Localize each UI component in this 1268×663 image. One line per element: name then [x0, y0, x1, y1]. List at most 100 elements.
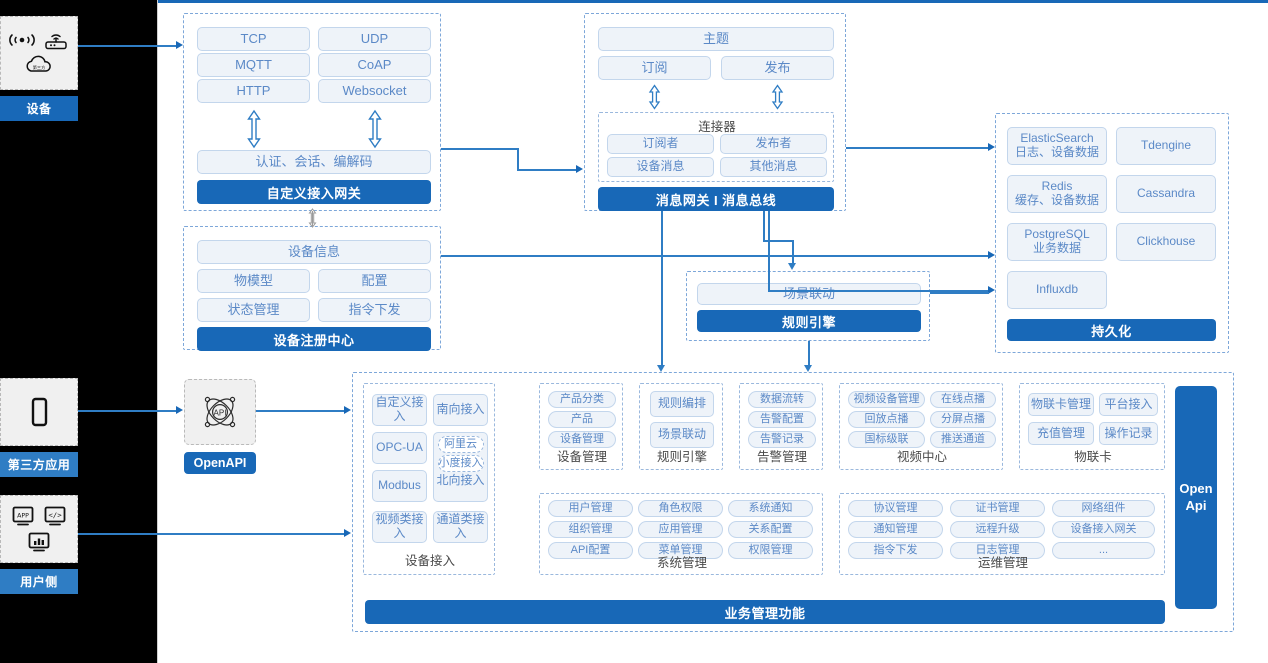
iotcard-card-management[interactable]: 物联卡管理: [1028, 393, 1094, 416]
sysmgmt-card-api[interactable]: API配置: [548, 542, 633, 559]
northbound-sub-xiaodu[interactable]: 小度接入: [437, 455, 484, 472]
sysmgmt-card-relation[interactable]: 关系配置: [728, 521, 813, 538]
business-label-iot-card: 物联卡: [1074, 450, 1112, 464]
access-card-northbound[interactable]: 阿里云 小度接入 北向接入: [433, 432, 488, 502]
sysmgmt-card-role[interactable]: 角色权限: [638, 500, 723, 517]
iotcard-card-platform-access[interactable]: 平台接入: [1099, 393, 1158, 416]
registry-title-bar[interactable]: 设备注册中心: [197, 327, 431, 351]
db-card-tdengine[interactable]: Tdengine: [1116, 127, 1216, 165]
arrow-gw-to-bus: [576, 165, 583, 173]
protocol-card-mqtt[interactable]: MQTT: [197, 53, 310, 77]
registry-card-thing-model[interactable]: 物模型: [197, 269, 310, 293]
db-card-elasticsearch[interactable]: ElasticSearch 日志、设备数据: [1007, 127, 1107, 165]
rule-card-orchestration[interactable]: 规则编排: [650, 391, 714, 417]
connector-card-device-message[interactable]: 设备消息: [607, 157, 714, 177]
protocol-card-tcp[interactable]: TCP: [197, 27, 310, 51]
protocol-card-udp[interactable]: UDP: [318, 27, 431, 51]
business-col-alarm: 数据流转 告警配置 告警记录 告警管理: [739, 383, 823, 470]
db-card-cassandra[interactable]: Cassandra: [1116, 175, 1216, 213]
video-card-live[interactable]: 在线点播: [930, 391, 996, 408]
arrow-registry-to-persistence: [988, 250, 995, 259]
section-access-gateway: TCP UDP MQTT CoAP HTTP Websocket 认证、会话、编…: [183, 13, 441, 211]
access-card-southbound[interactable]: 南向接入: [433, 394, 488, 426]
business-footer-bar[interactable]: 业务管理功能: [365, 600, 1165, 624]
protocol-card-http[interactable]: HTTP: [197, 79, 310, 103]
ops-card-log[interactable]: 日志管理: [950, 542, 1045, 559]
section-message-bus: 主题 订阅 发布 连接器 订阅者 发布者 设备消息 其他消息 消息网关 I 消息…: [584, 13, 846, 211]
access-card-channel[interactable]: 通道类接入: [433, 511, 488, 543]
protocol-card-coap[interactable]: CoAP: [318, 53, 431, 77]
alarm-card-record[interactable]: 告警记录: [748, 431, 816, 448]
connector-card-other-message[interactable]: 其他消息: [720, 157, 827, 177]
ops-card-remote-upgrade[interactable]: 远程升级: [950, 521, 1045, 538]
sidebar-label-user: 用户侧: [0, 569, 78, 594]
video-card-split-screen[interactable]: 分屏点播: [930, 411, 996, 428]
db-card-clickhouse[interactable]: Clickhouse: [1116, 223, 1216, 261]
connector-card-publisher[interactable]: 发布者: [720, 134, 827, 154]
northbound-sub-aliyun[interactable]: 阿里云: [437, 436, 484, 453]
publish-card[interactable]: 发布: [721, 56, 834, 80]
access-card-opcua[interactable]: OPC-UA: [372, 432, 427, 464]
business-label-video: 视频中心: [896, 450, 947, 464]
message-bus-title-bar[interactable]: 消息网关 I 消息总线: [598, 187, 834, 211]
sysmgmt-card-menu[interactable]: 菜单管理: [638, 542, 723, 559]
connector-card-subscriber[interactable]: 订阅者: [607, 134, 714, 154]
video-card-push-channel[interactable]: 推送通道: [930, 431, 996, 448]
ops-card-protocol[interactable]: 协议管理: [848, 500, 943, 517]
ops-card-device-gateway[interactable]: 设备接入网关: [1052, 521, 1155, 538]
ops-card-command[interactable]: 指令下发: [848, 542, 943, 559]
rule-engine-title-bar[interactable]: 规则引擎: [697, 310, 921, 332]
sysmgmt-card-notification[interactable]: 系统通知: [728, 500, 813, 517]
sysmgmt-card-permission[interactable]: 权限管理: [728, 542, 813, 559]
db-name-elasticsearch: ElasticSearch: [1020, 131, 1094, 146]
devmgmt-card-device-mgmt[interactable]: 设备管理: [548, 431, 616, 448]
alarm-card-config[interactable]: 告警配置: [748, 411, 816, 428]
video-card-playback[interactable]: 回放点播: [848, 411, 925, 428]
sidebar-group-user: APP </> 用户侧: [0, 495, 78, 594]
devmgmt-card-product-category[interactable]: 产品分类: [548, 391, 616, 408]
rule-card-scene-linkage[interactable]: 场景联动: [650, 422, 714, 448]
openapi-label-bar[interactable]: OpenAPI: [184, 452, 256, 474]
arrow-bus-to-rule: [787, 263, 796, 270]
registry-card-command[interactable]: 指令下发: [318, 298, 431, 322]
sidebar-group-thirdparty: 第三方应用: [0, 378, 78, 477]
gateway-middle-card[interactable]: 认证、会话、编解码: [197, 150, 431, 174]
topic-card[interactable]: 主题: [598, 27, 834, 51]
registry-card-state[interactable]: 状态管理: [197, 298, 310, 322]
protocol-card-websocket[interactable]: Websocket: [318, 79, 431, 103]
video-card-gb-cascade[interactable]: 国标级联: [848, 431, 925, 448]
double-arrow-publish-icon: [770, 84, 785, 110]
access-card-modbus[interactable]: Modbus: [372, 470, 427, 502]
iotcard-card-operation-log[interactable]: 操作记录: [1099, 422, 1158, 445]
arrow-openapi-to-business: [344, 405, 351, 414]
video-card-device-mgmt[interactable]: 视频设备管理: [848, 391, 925, 408]
sysmgmt-card-app[interactable]: 应用管理: [638, 521, 723, 538]
connector-openapi-to-business: [256, 410, 345, 412]
dashboard-window-icon: [27, 531, 51, 553]
connector-title: 连接器: [698, 120, 736, 134]
access-card-custom[interactable]: 自定义接入: [372, 394, 427, 426]
access-card-video[interactable]: 视频类接入: [372, 511, 427, 543]
iotcard-card-recharge[interactable]: 充值管理: [1028, 422, 1094, 445]
alarm-card-data-flow[interactable]: 数据流转: [748, 391, 816, 408]
registry-card-config[interactable]: 配置: [318, 269, 431, 293]
db-card-influxdb[interactable]: Influxdb: [1007, 271, 1107, 309]
scene-linkage-card[interactable]: 场景联动: [697, 283, 921, 305]
business-col-video: 视频设备管理 在线点播 回放点播 分屏点播 国标级联 推送通道 视频中心: [839, 383, 1003, 470]
subscribe-card[interactable]: 订阅: [598, 56, 711, 80]
sysmgmt-card-org[interactable]: 组织管理: [548, 521, 633, 538]
registry-info-card[interactable]: 设备信息: [197, 240, 431, 264]
db-card-redis[interactable]: Redis 缓存、设备数据: [1007, 175, 1107, 213]
ops-card-notification[interactable]: 通知管理: [848, 521, 943, 538]
gateway-title-bar[interactable]: 自定义接入网关: [197, 180, 431, 204]
persistence-title-bar[interactable]: 持久化: [1007, 319, 1216, 341]
ops-card-network-component[interactable]: 网络组件: [1052, 500, 1155, 517]
sysmgmt-card-user[interactable]: 用户管理: [548, 500, 633, 517]
svg-text:</>: </>: [48, 511, 62, 520]
devmgmt-card-product[interactable]: 产品: [548, 411, 616, 428]
ops-card-more[interactable]: ...: [1052, 542, 1155, 559]
connector-gw-registry: [312, 211, 313, 226]
db-card-postgresql[interactable]: PostgreSQL 业务数据: [1007, 223, 1107, 261]
ops-card-certificate[interactable]: 证书管理: [950, 500, 1045, 517]
